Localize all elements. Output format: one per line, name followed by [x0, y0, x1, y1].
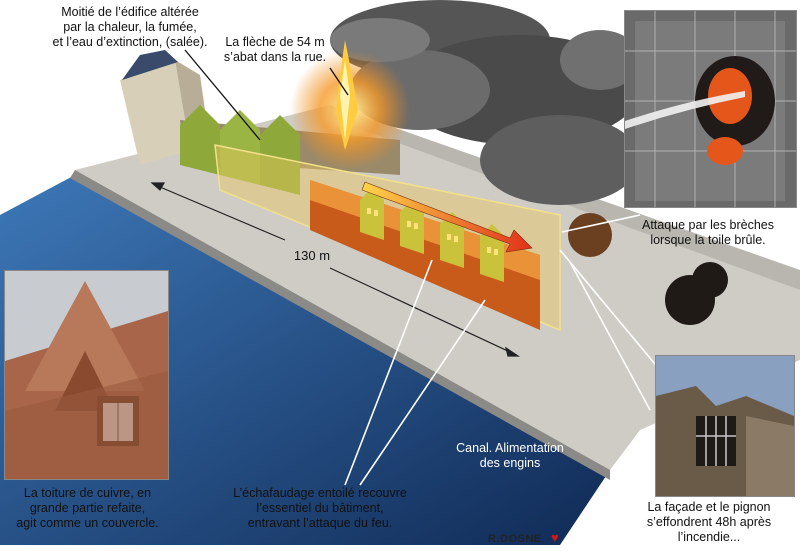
quay-edge [70, 170, 610, 480]
copper-roof-inset [4, 270, 169, 480]
fire-photo-icon [625, 11, 796, 207]
callout-lines [184, 49, 661, 486]
dormers [360, 188, 504, 282]
collapsed-facade-inset [655, 355, 795, 497]
label-longueur: 130 m [293, 248, 331, 263]
label-fleche: La flèche de 54 m s’abat dans la rue. [223, 35, 327, 64]
label-echafaudage: L’échafaudage entoilé recouvre l’essenti… [233, 486, 407, 530]
copper-roof-icon [5, 271, 168, 479]
signature: R.DOSNE [488, 533, 542, 545]
windows [367, 208, 498, 255]
label-moitie: Moitié de l’édifice altérée par la chale… [52, 5, 208, 49]
street [75, 105, 800, 470]
heart-icon: ♥ [551, 530, 559, 545]
label-canal: Canal. Alimentation des engins [456, 441, 564, 470]
label-facade: La façade et le pignon s’effondrent 48h … [646, 500, 772, 544]
label-toiture: La toiture de cuivre, en grande partie r… [16, 486, 159, 530]
dimension-arrow [150, 182, 520, 357]
fire-arrow [361, 181, 533, 253]
ruins-photo-icon [656, 356, 794, 496]
fire-photo-inset [624, 10, 797, 208]
label-attaque: Attaque par les brèches lorsque la toile… [641, 218, 775, 247]
